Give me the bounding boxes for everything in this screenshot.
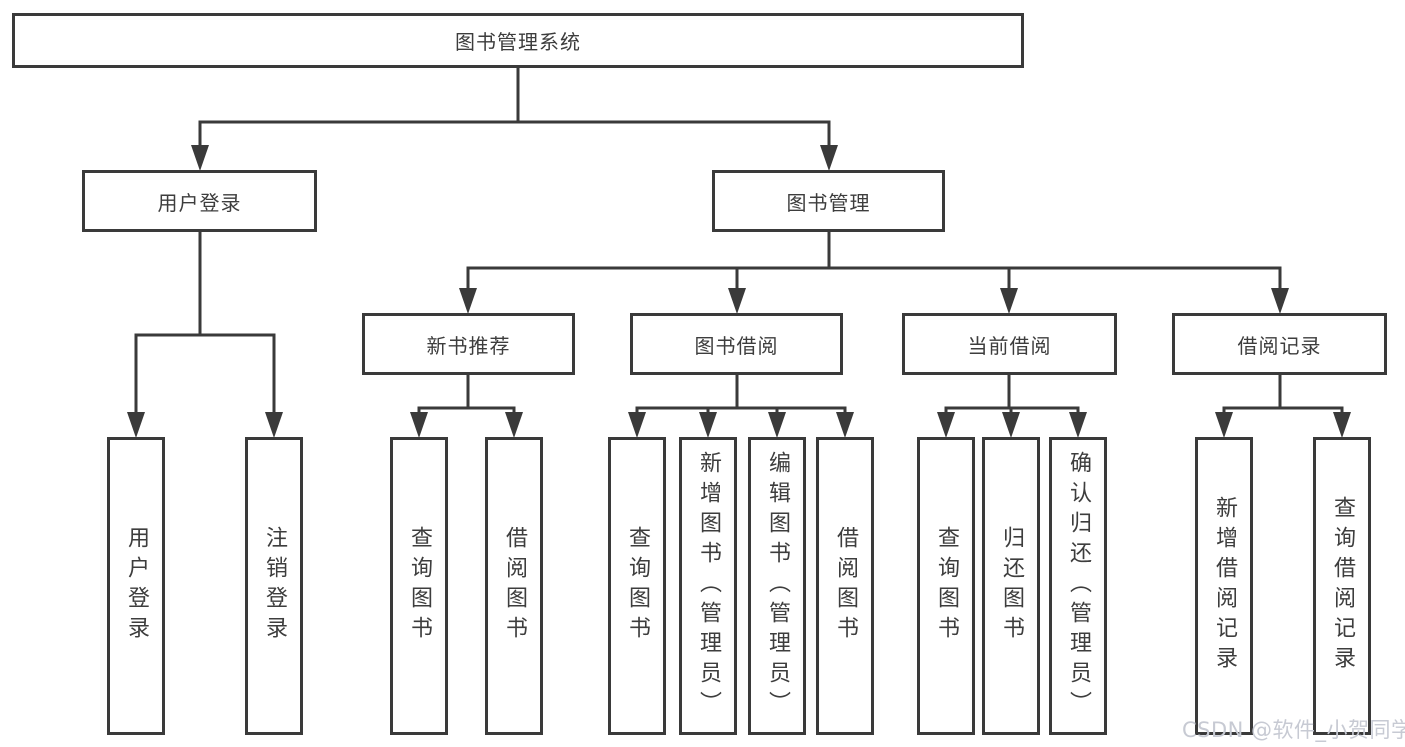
node-label: 当前借阅	[967, 333, 1052, 358]
csdn-watermark: CSDN @软件_小贺同学	[1182, 718, 1405, 742]
leaf-label: 借阅图书	[833, 526, 858, 646]
node-label: 图书管理	[786, 190, 871, 215]
leaf-label: 新增图书（管理员）	[696, 451, 721, 721]
node-current-borrowing: 当前借阅	[902, 313, 1117, 375]
leaf-label: 查询图书	[625, 526, 650, 646]
leaf-return-books: 归还图书	[982, 437, 1040, 735]
leaf-label: 新增借阅记录	[1212, 496, 1237, 676]
node-label: 借阅记录	[1237, 333, 1322, 358]
leaf-add-borrow-record: 新增借阅记录	[1195, 437, 1253, 735]
node-label: 新书推荐	[426, 333, 511, 358]
leaf-label: 注销登录	[262, 526, 287, 646]
node-library-system: 图书管理系统	[12, 13, 1024, 68]
node-label: 图书管理系统	[455, 30, 581, 54]
node-label: 图书借阅	[694, 333, 779, 358]
node-user-login: 用户登录	[82, 170, 317, 232]
leaf-add-books-admin: 新增图书（管理员）	[679, 437, 737, 735]
node-new-book-recommend: 新书推荐	[362, 313, 575, 375]
leaf-query-books-borrow: 查询图书	[608, 437, 666, 735]
node-borrow-records: 借阅记录	[1172, 313, 1387, 375]
leaf-borrow-books: 借阅图书	[816, 437, 874, 735]
leaf-label: 归还图书	[999, 526, 1024, 646]
node-book-management: 图书管理	[712, 170, 945, 232]
leaf-label: 用户登录	[124, 526, 149, 646]
leaf-query-books-current: 查询图书	[917, 437, 975, 735]
leaf-borrow-books-recommend: 借阅图书	[485, 437, 543, 735]
leaf-logout: 注销登录	[245, 437, 303, 735]
leaf-label: 查询借阅记录	[1330, 496, 1355, 676]
leaf-edit-books-admin: 编辑图书（管理员）	[748, 437, 806, 735]
leaf-label: 借阅图书	[502, 526, 527, 646]
leaf-label: 编辑图书（管理员）	[765, 451, 790, 721]
node-label: 用户登录	[157, 190, 242, 215]
leaf-label: 查询图书	[934, 526, 959, 646]
leaf-label: 查询图书	[407, 526, 432, 646]
leaf-confirm-return-admin: 确认归还（管理员）	[1049, 437, 1107, 735]
leaf-query-books-recommend: 查询图书	[390, 437, 448, 735]
node-book-borrowing: 图书借阅	[630, 313, 843, 375]
leaf-label: 确认归还（管理员）	[1066, 451, 1091, 721]
leaf-user-login: 用户登录	[107, 437, 165, 735]
leaf-query-borrow-record: 查询借阅记录	[1313, 437, 1371, 735]
